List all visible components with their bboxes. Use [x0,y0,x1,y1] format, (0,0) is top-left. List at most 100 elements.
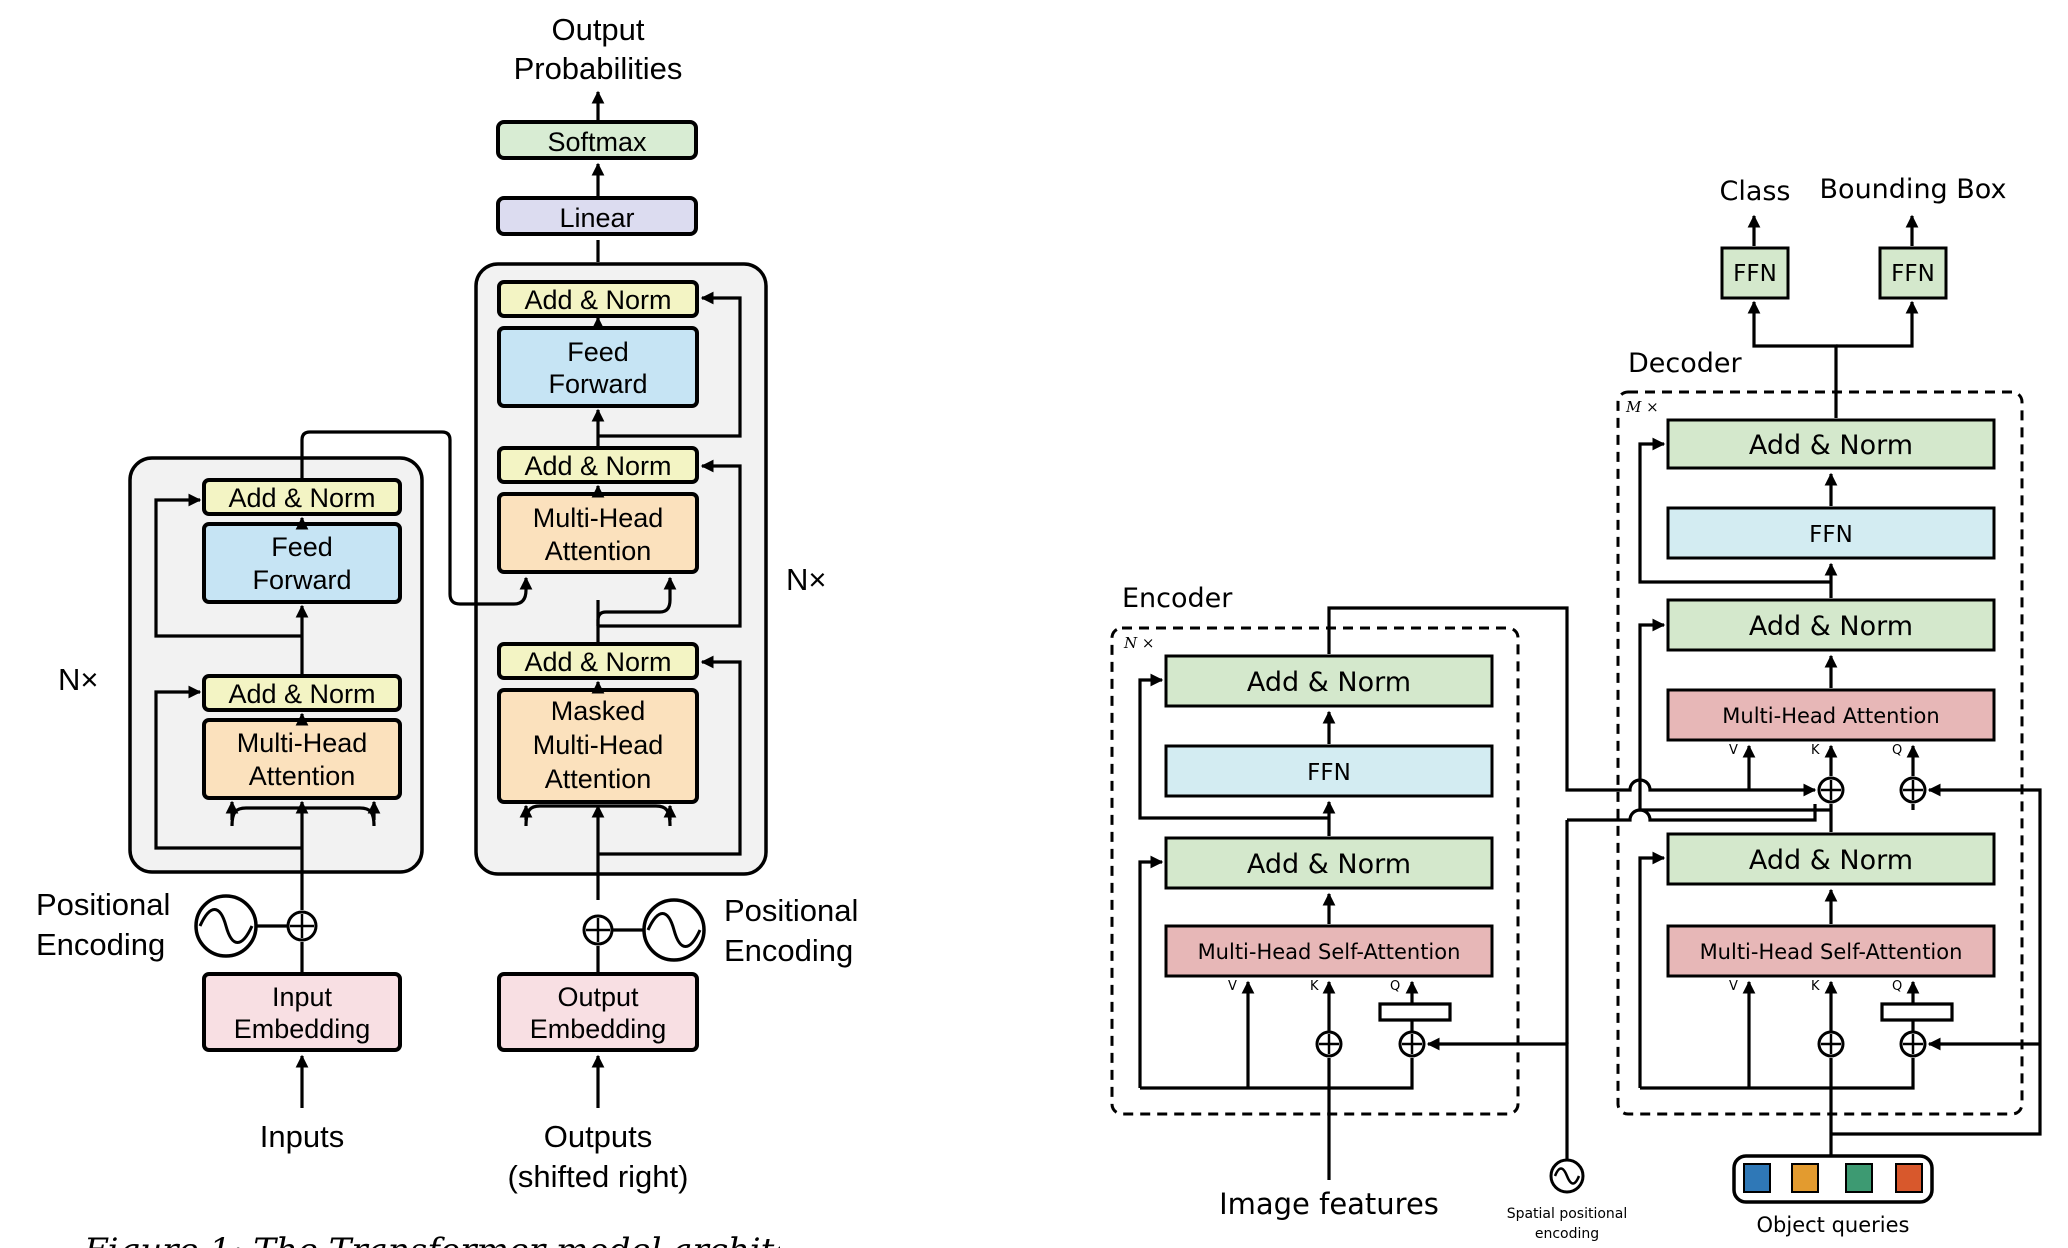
svg-text:Add & Norm: Add & Norm [1749,845,1913,876]
svg-text:Add & Norm: Add & Norm [228,679,375,709]
decoder-add-norm-3: Add & Norm [497,280,699,318]
positional-encoding-right-label: Positional [724,893,858,928]
svg-text:Add & Norm: Add & Norm [524,647,671,677]
svg-text:K: K [1811,979,1820,994]
object-query-2 [1791,1163,1819,1193]
outputs-label: Outputs [544,1119,653,1154]
svg-text:Attention: Attention [249,761,356,791]
decoder-dashed-container [1616,390,2024,1116]
object-queries-label: Object queries [1757,1213,1910,1237]
svg-text:Multi-Head Self-Attention: Multi-Head Self-Attention [1198,940,1461,964]
object-query-3 [1845,1163,1873,1193]
inputs-label: Inputs [260,1119,344,1154]
svg-text:FFN: FFN [1733,261,1777,287]
detr-decoder-add-norm-3: Add & Norm [1666,418,1996,470]
svg-text:Attention: Attention [545,536,652,566]
positional-encoding-left-label: Positional [36,887,170,922]
figure-caption-clipped: Figure 1: The Transformer model architec… [83,1236,780,1248]
svg-text:Embedding: Embedding [530,1014,667,1044]
detr-decoder-multi-head-attention: Multi-Head Attention [1666,688,1996,742]
encoder-dashed-container [1110,626,1520,1116]
svg-text:Add & Norm: Add & Norm [524,285,671,315]
svg-text:Q: Q [1892,743,1902,758]
decoder-label: Decoder [1628,348,1743,379]
decoder-multi-head-attention: Multi-Head Attention [497,492,699,574]
detr-encoder-add-norm-2: Add & Norm [1164,654,1494,708]
svg-text:Multi-Head: Multi-Head [237,728,368,758]
svg-text:Attention: Attention [545,764,652,794]
svg-text:Masked: Masked [551,696,646,726]
decoder-cross-add-k [1817,776,1845,804]
svg-text:Add & Norm: Add & Norm [1749,430,1913,461]
encoder-self-add-q [1398,1030,1426,1058]
svg-text:Add & Norm: Add & Norm [524,451,671,481]
encoder-multi-head-attention: Multi-Head Attention [202,718,402,800]
detr-decoder-self-attention: Multi-Head Self-Attention [1666,924,1996,978]
add-circle-left [286,910,318,942]
svg-text:Add & Norm: Add & Norm [1247,849,1411,880]
detr-decoder-ffn: FFN [1666,506,1996,560]
class-label: Class [1719,176,1790,207]
decoder-feed-forward: Feed Forward [497,326,699,408]
class-ffn-block: FFN [1720,246,1790,300]
decoder-m-times: M × [1625,398,1659,416]
svg-text:Forward: Forward [548,369,647,399]
svg-text:Add & Norm: Add & Norm [1247,667,1411,698]
svg-text:Feed: Feed [567,337,629,367]
svg-text:Multi-Head Self-Attention: Multi-Head Self-Attention [1700,940,1963,964]
positional-encoding-left-icon [194,894,258,958]
encoder-add-norm-1: Add & Norm [202,674,402,712]
svg-text:K: K [1811,743,1820,758]
spatial-positional-encoding-label: Spatial positional [1507,1206,1628,1222]
spatial-positional-encoding-label-2: encoding [1535,1226,1599,1242]
encoder-add-norm-2: Add & Norm [202,478,402,516]
output-embedding-block: Output Embedding [497,972,699,1052]
positional-encoding-right-icon [642,898,706,962]
svg-text:Output: Output [557,982,639,1012]
svg-text:V: V [1729,979,1738,994]
input-embedding-block: Input Embedding [202,972,402,1052]
encoder-label: Encoder [1122,583,1233,614]
detr-diagram: Class Bounding Box FFN FFN Decoder M × A… [1110,174,2042,1242]
svg-text:V: V [1228,979,1237,994]
encoder-feed-forward: Feed Forward [202,522,402,604]
svg-text:Multi-Head: Multi-Head [533,503,664,533]
detr-encoder-ffn: FFN [1164,744,1494,798]
outputs-label-2: (shifted right) [508,1159,689,1194]
encoder-self-add-k [1315,1030,1343,1058]
object-queries-group [1732,1128,1934,1204]
svg-text:Forward: Forward [252,565,351,595]
encoder-n-times: N × [1123,634,1154,652]
svg-text:Q: Q [1390,979,1400,994]
bounding-box-label: Bounding Box [1820,174,2007,205]
image-features-label: Image features [1219,1187,1439,1221]
svg-text:Add & Norm: Add & Norm [1749,611,1913,642]
object-query-1 [1743,1163,1771,1193]
svg-text:FFN: FFN [1891,261,1935,287]
bbox-ffn-block: FFN [1878,246,1948,300]
svg-text:FFN: FFN [1809,522,1853,548]
output-probabilities-label-2: Probabilities [514,51,683,86]
encoder-layer-container [128,456,424,874]
detr-decoder-add-norm-2: Add & Norm [1666,598,1996,652]
svg-text:K: K [1310,979,1319,994]
svg-text:FFN: FFN [1307,760,1351,786]
decoder-add-norm-1: Add & Norm [497,642,699,680]
svg-text:Linear: Linear [559,203,634,233]
add-circle-right [582,914,614,946]
object-query-4 [1895,1163,1923,1193]
detr-encoder-self-attention: Multi-Head Self-Attention [1164,924,1494,978]
svg-text:Softmax: Softmax [547,127,647,157]
output-probabilities-label: Output [551,12,644,47]
positional-encoding-left-label-2: Encoding [36,927,165,962]
encoder-nx-label: N× [58,662,99,697]
decoder-masked-multi-head-attention: Masked Multi-Head Attention [497,688,699,804]
svg-text:Embedding: Embedding [234,1014,371,1044]
decoder-self-add-k [1817,1030,1845,1058]
svg-text:V: V [1729,743,1738,758]
svg-text:Add & Norm: Add & Norm [228,483,375,513]
spatial-positional-encoding-icon [1549,1158,1585,1194]
svg-text:Input: Input [272,982,333,1012]
svg-text:Multi-Head Attention: Multi-Head Attention [1722,704,1939,728]
